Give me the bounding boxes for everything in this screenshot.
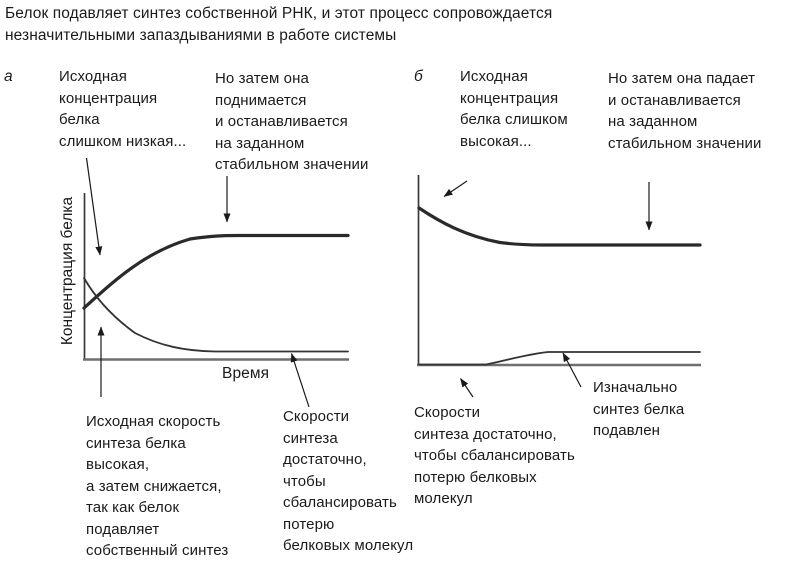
arrow-initial-low-to-curve [85,157,103,256]
panel-b-annotation-initial-high: Исходная концентрация белка слишком высо… [460,68,568,150]
arrow-rate-balance-to-plateau-a [290,353,310,408]
arrow-suppressed-to-curve [562,352,582,388]
arrow-initial-high-to-curve [443,180,468,197]
panel-a-x-axis-label: Время [222,365,270,382]
panel-a-synthesis-rate-curve [83,277,349,353]
panel-a-annotation-rate-balances: Скорости синтеза достаточно, чтобы сбала… [283,408,414,554]
panel-a-label: а [4,68,13,85]
panel-a-annotation-initial-rate-high: Исходная скорость синтеза белка высокая,… [86,413,229,559]
panel-a-protein-concentration-curve [82,233,350,310]
panel-a-annotation-initial-low: Исходная концентрация белка слишком низк… [59,68,187,150]
panel-b-annotation-rate-balances: Скорости синтеза достаточно, чтобы сбала… [414,404,575,507]
panel-b-annotation-initially-suppressed: Изначально синтез белка подавлен [593,379,685,439]
panel-b-label: б [414,68,423,85]
panel-a-y-axis-label: Концентрация белка [59,196,76,346]
panel-b-annotation-then-falls: Но затем она падает и останавливается на… [608,70,762,152]
panel-a-annotation-then-rises: Но затем она поднимается и останавливает… [215,70,369,173]
figure-title: Белок подавляет синтез собственной РНК, … [5,5,553,44]
arrow-rate-balance-to-axis-b [460,378,474,398]
panel-b-synthesis-rate-curve [418,351,701,366]
panel-b-protein-concentration-curve [417,206,702,247]
